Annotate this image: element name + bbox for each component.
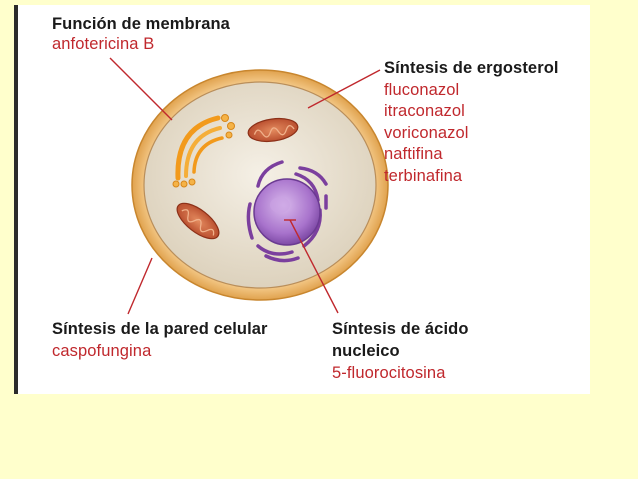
membrane-function-label: Función de membrana anfotericina B xyxy=(52,14,230,54)
ergosterol-drug-4: naftifina xyxy=(384,145,443,163)
nucleus xyxy=(253,178,321,246)
golgi-apparatus xyxy=(172,114,235,188)
ergosterol-drug-1: fluconazol xyxy=(384,80,460,99)
endoplasmic-reticulum xyxy=(246,160,328,263)
cell-wall-synthesis-heading: Síntesis de la pared celular xyxy=(52,320,268,338)
mitochondrion-bottom xyxy=(176,202,220,240)
ergosterol-synthesis-label: Síntesis de ergosterol fluconazol itraco… xyxy=(384,58,559,187)
cell-wall-synthesis-label: Síntesis de la pared celular caspofungin… xyxy=(52,318,268,362)
leader-membrane xyxy=(109,57,173,121)
nucleic-acid-synthesis-heading-line2: nucleico xyxy=(332,342,400,360)
mitochondrion-top xyxy=(247,117,299,143)
leader-cell-wall xyxy=(127,257,153,315)
cell-wall-drug-1: caspofungina xyxy=(52,342,152,360)
membrane-function-heading: Función de membrana xyxy=(52,15,230,33)
nucleic-acid-synthesis-label: Síntesis de ácido nucleico 5-fluorocitos… xyxy=(332,318,469,384)
ergosterol-drug-2: itraconazol xyxy=(384,102,465,120)
nucleic-acid-synthesis-heading-line1: Síntesis de ácido xyxy=(332,320,469,338)
left-border-rule xyxy=(14,5,18,394)
leader-nucleic-acid xyxy=(289,219,339,314)
ergosterol-synthesis-heading: Síntesis de ergosterol xyxy=(384,59,559,77)
ergosterol-drug-3: voriconazol xyxy=(384,123,469,142)
leader-lines xyxy=(109,57,381,315)
nucleic-acid-drug-1: 5-fluorocitosina xyxy=(332,364,446,382)
ergosterol-drug-5: terbinafina xyxy=(384,166,463,185)
leader-ergosterol xyxy=(307,69,381,109)
membrane-drug-1: anfotericina B xyxy=(52,35,155,53)
